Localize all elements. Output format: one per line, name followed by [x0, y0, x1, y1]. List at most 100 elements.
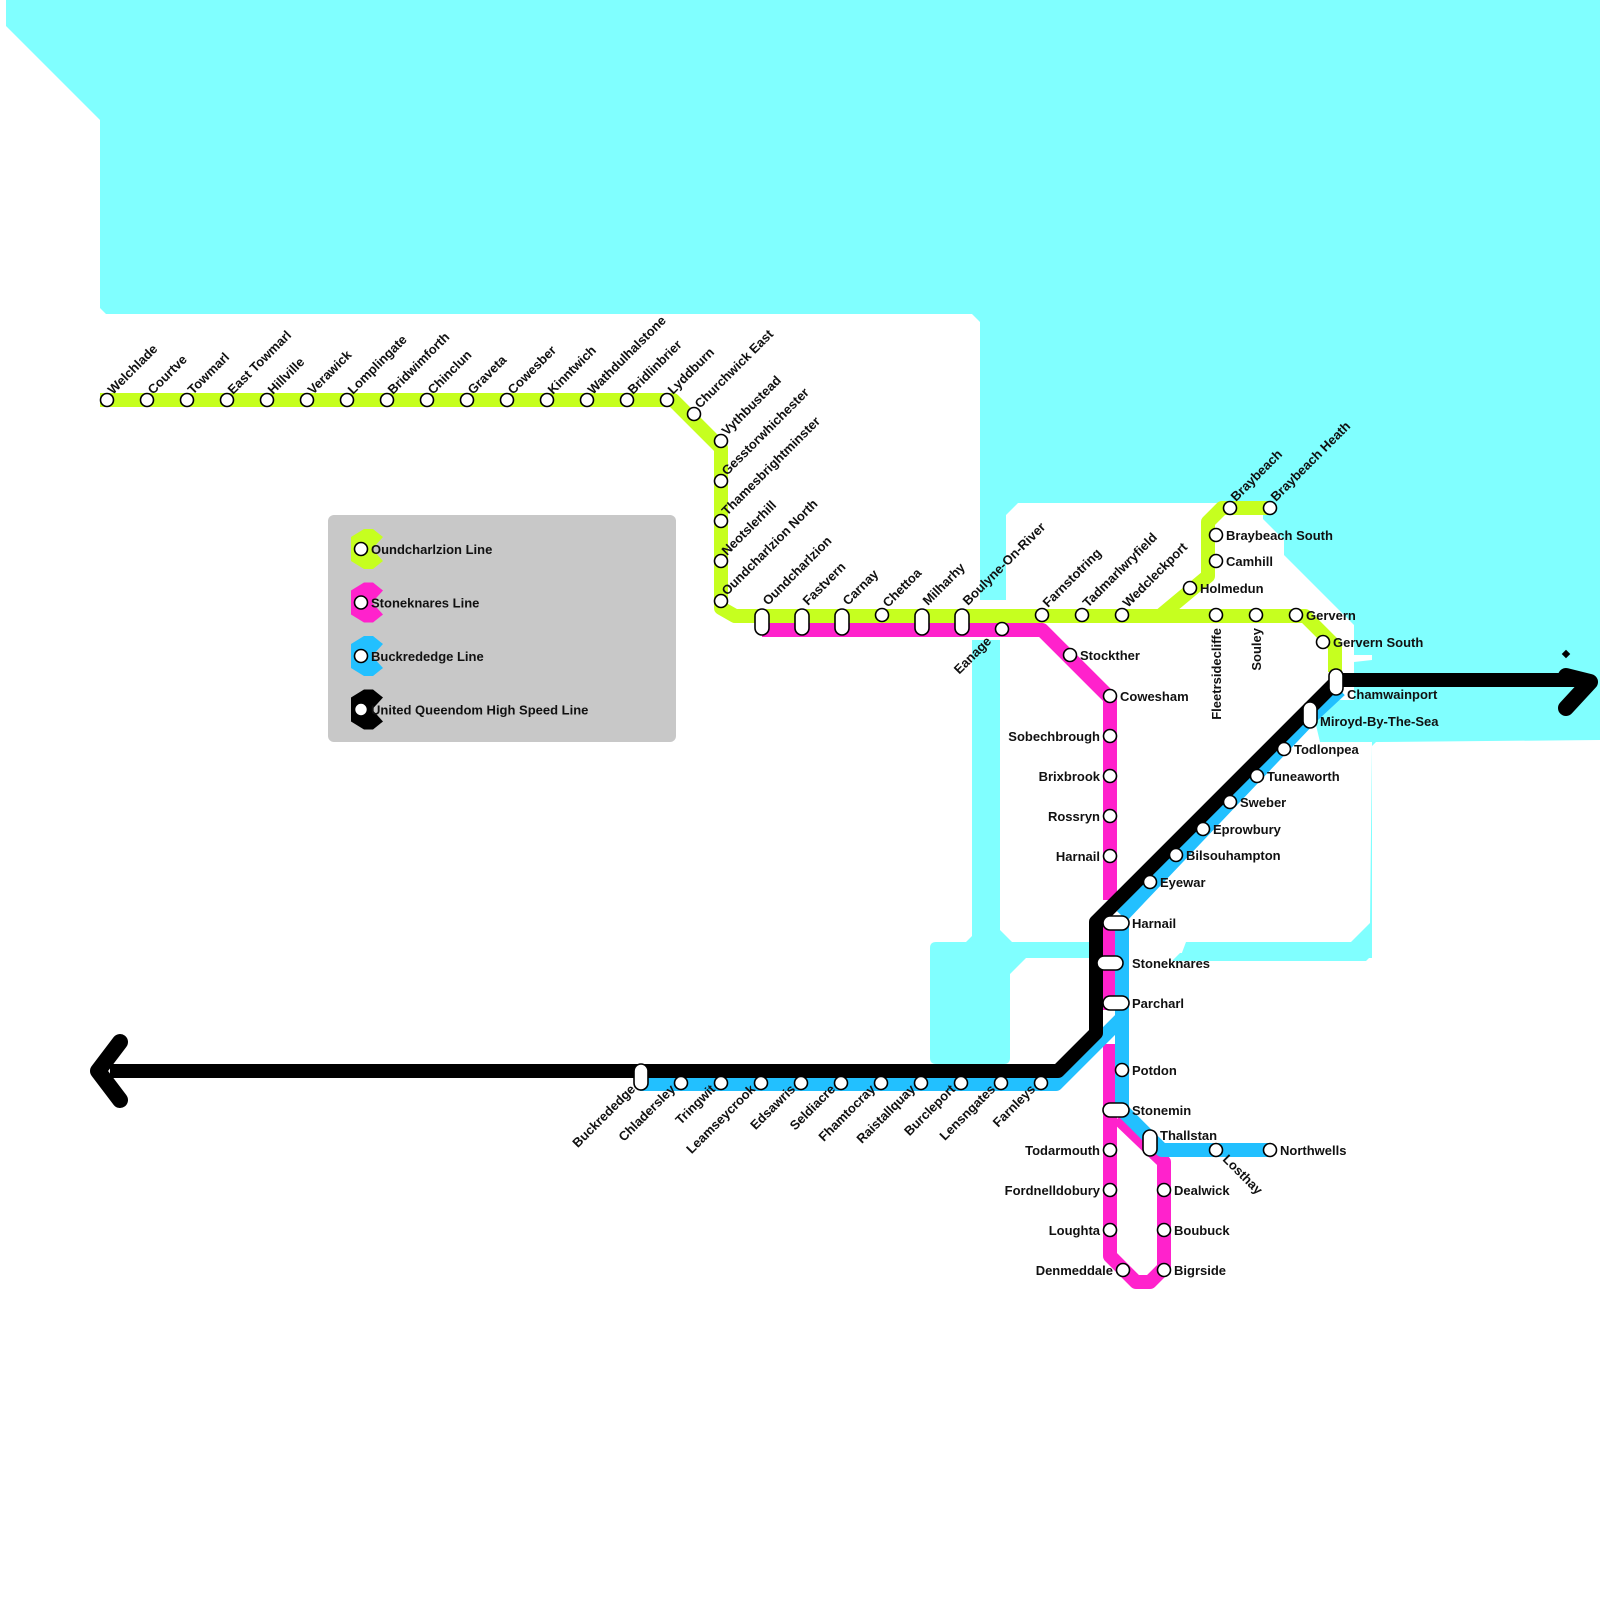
station-marker[interactable]	[139, 392, 155, 408]
station-label: Milharhy	[920, 559, 969, 608]
station-label: Fordnelldobury	[1005, 1183, 1101, 1198]
station-marker[interactable]	[1222, 794, 1238, 810]
station-marker[interactable]	[219, 392, 235, 408]
station-label: Eprowbury	[1213, 822, 1282, 837]
station-marker[interactable]	[1288, 607, 1304, 623]
station-marker[interactable]	[953, 1075, 969, 1091]
station-marker[interactable]	[1114, 607, 1130, 623]
station-marker[interactable]	[1208, 607, 1224, 623]
station-marker[interactable]	[673, 1075, 689, 1091]
station-marker[interactable]	[1114, 1062, 1130, 1078]
station-marker[interactable]	[1208, 527, 1224, 543]
station-marker[interactable]	[713, 1075, 729, 1091]
station-marker[interactable]	[539, 392, 555, 408]
station-marker[interactable]	[1222, 500, 1238, 516]
interchange-marker[interactable]	[1302, 701, 1318, 729]
station-marker[interactable]	[459, 392, 475, 408]
station-marker[interactable]	[1168, 847, 1184, 863]
station-marker[interactable]	[619, 392, 635, 408]
legend-item: Stoneknares Line	[351, 582, 479, 623]
station-marker[interactable]	[1208, 1142, 1224, 1158]
station-marker[interactable]	[1182, 580, 1198, 596]
station-marker[interactable]	[713, 433, 729, 449]
station-marker[interactable]	[1262, 500, 1278, 516]
interchange-marker[interactable]	[1142, 1129, 1158, 1157]
interchange-marker[interactable]	[1102, 915, 1130, 931]
interchange-marker[interactable]	[1102, 1102, 1130, 1118]
station-marker[interactable]	[1033, 1075, 1049, 1091]
station-marker[interactable]	[1034, 607, 1050, 623]
station-marker[interactable]	[579, 392, 595, 408]
interchange-marker[interactable]	[914, 608, 930, 636]
station-marker[interactable]	[1156, 1182, 1172, 1198]
legend-station-icon	[353, 702, 369, 717]
interchange-marker[interactable]	[633, 1063, 649, 1091]
station-marker[interactable]	[1156, 1222, 1172, 1238]
station-marker[interactable]	[1262, 1142, 1278, 1158]
water-north-sea	[6, 0, 1600, 961]
station-marker[interactable]	[874, 607, 890, 623]
station-marker[interactable]	[1102, 768, 1118, 784]
interchange-marker[interactable]	[954, 608, 970, 636]
map-marker-icon	[1561, 649, 1571, 659]
station-marker[interactable]	[1102, 728, 1118, 744]
station-marker[interactable]	[994, 621, 1010, 637]
legend-label: Oundcharlzion Line	[371, 542, 492, 557]
station-marker[interactable]	[339, 392, 355, 408]
station-marker[interactable]	[1102, 1142, 1118, 1158]
station-marker[interactable]	[873, 1075, 889, 1091]
station-marker[interactable]	[1276, 741, 1292, 757]
station-marker[interactable]	[379, 392, 395, 408]
station-marker[interactable]	[1102, 848, 1118, 864]
station-marker[interactable]	[259, 392, 275, 408]
station-label: Parcharl	[1132, 996, 1184, 1011]
station-marker[interactable]	[993, 1075, 1009, 1091]
station-marker[interactable]	[1074, 607, 1090, 623]
station-marker[interactable]	[1315, 634, 1331, 650]
station-marker[interactable]	[1102, 688, 1118, 704]
station-marker[interactable]	[1156, 1262, 1172, 1278]
station-marker[interactable]	[1102, 1222, 1118, 1238]
station-label: Thallstan	[1160, 1128, 1217, 1143]
station-marker[interactable]	[713, 553, 729, 569]
station-label: Braybeach South	[1226, 528, 1333, 543]
station-label: Boubuck	[1174, 1223, 1230, 1238]
station-marker[interactable]	[913, 1075, 929, 1091]
interchange-marker[interactable]	[754, 608, 770, 636]
interchange-marker[interactable]	[1102, 995, 1130, 1011]
station-label: Stonemin	[1132, 1103, 1191, 1118]
interchange-marker[interactable]	[834, 608, 850, 636]
station-marker[interactable]	[299, 392, 315, 408]
station-marker[interactable]	[1115, 1262, 1131, 1278]
station-marker[interactable]	[1102, 808, 1118, 824]
legend-station-icon	[353, 648, 369, 664]
station-marker[interactable]	[499, 392, 515, 408]
route-stoneknares-line	[762, 623, 1117, 900]
station-marker[interactable]	[753, 1075, 769, 1091]
interchange-marker[interactable]	[1328, 668, 1344, 696]
station-marker[interactable]	[833, 1075, 849, 1091]
station-marker[interactable]	[1208, 553, 1224, 569]
station-marker[interactable]	[713, 593, 729, 609]
station-marker[interactable]	[793, 1075, 809, 1091]
interchange-marker[interactable]	[794, 608, 810, 636]
station-marker[interactable]	[713, 473, 729, 489]
station-marker[interactable]	[713, 513, 729, 529]
station-label: Cowesham	[1120, 689, 1189, 704]
station-marker[interactable]	[1248, 607, 1264, 623]
station-marker[interactable]	[1102, 1182, 1118, 1198]
station-label: Todarmouth	[1025, 1143, 1100, 1158]
station-marker[interactable]	[659, 392, 675, 408]
station-marker[interactable]	[179, 392, 195, 408]
station-marker[interactable]	[99, 392, 115, 408]
route-high-speed-line	[110, 673, 1585, 1078]
station-marker[interactable]	[1195, 821, 1211, 837]
station-marker[interactable]	[419, 392, 435, 408]
station-marker[interactable]	[1142, 874, 1158, 890]
station-marker[interactable]	[686, 406, 702, 422]
station-label: Rossryn	[1048, 809, 1100, 824]
station-marker[interactable]	[1249, 768, 1265, 784]
station-marker[interactable]	[1062, 647, 1078, 663]
station-label: Todlonpea	[1294, 742, 1360, 757]
interchange-marker[interactable]	[1096, 955, 1124, 971]
